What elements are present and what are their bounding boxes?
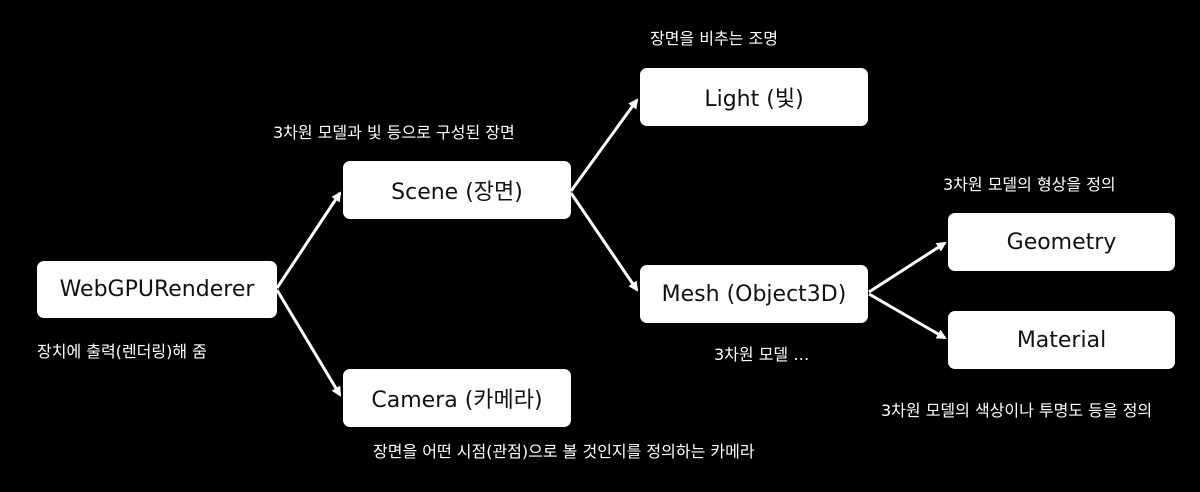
node-geometry: Geometry bbox=[948, 213, 1175, 271]
arrow-renderer-to-scene bbox=[275, 191, 342, 289]
node-material: Material bbox=[948, 311, 1175, 369]
node-mesh: Mesh (Object3D) bbox=[640, 265, 868, 323]
caption-material: 3차원 모델의 색상이나 투명도 등을 정의 bbox=[881, 401, 1153, 420]
node-camera: Camera (카메라) bbox=[343, 369, 571, 427]
arrow-scene-to-mesh bbox=[569, 192, 639, 292]
arrow-renderer-to-camera bbox=[275, 289, 342, 397]
caption-geometry: 3차원 모델의 형상을 정의 bbox=[943, 175, 1116, 194]
arrow-scene-to-light bbox=[569, 98, 639, 192]
caption-scene: 3차원 모델과 빛 등으로 구성된 장면 bbox=[273, 123, 515, 142]
caption-camera: 장면을 어떤 시점(관점)으로 볼 것인지를 정의하는 카메라 bbox=[373, 442, 755, 461]
arrow-mesh-to-material bbox=[868, 292, 947, 340]
node-webgpurenderer: WebGPURenderer bbox=[37, 261, 277, 318]
caption-renderer: 장치에 출력(렌더링)해 줌 bbox=[37, 342, 207, 361]
node-scene: Scene (장면) bbox=[343, 161, 571, 219]
caption-mesh: 3차원 모델 … bbox=[714, 345, 810, 364]
caption-light: 장면을 비추는 조명 bbox=[650, 29, 778, 48]
arrow-mesh-to-geometry bbox=[868, 241, 947, 294]
node-light: Light (빛) bbox=[640, 68, 868, 126]
